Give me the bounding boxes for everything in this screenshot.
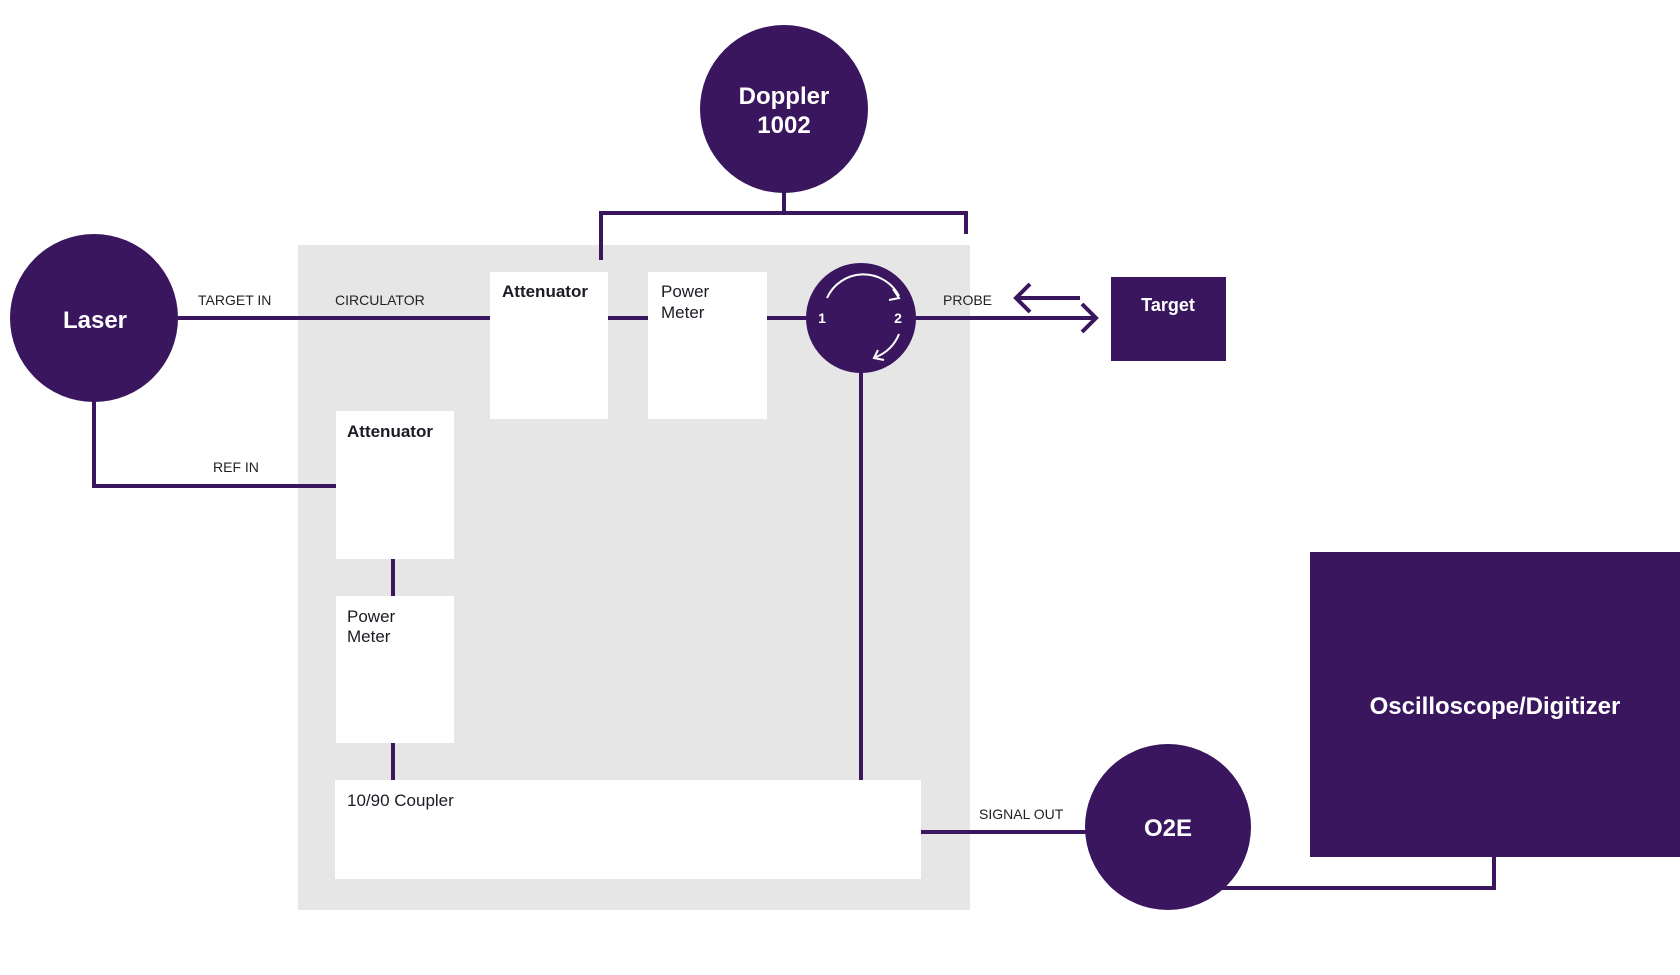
circulator-arrowhead-top-icon <box>888 288 901 301</box>
probe-label: PROBE <box>943 292 992 308</box>
circulator-label: CIRCULATOR <box>335 292 425 308</box>
signal-out-label: SIGNAL OUT <box>979 806 1064 822</box>
attenuator-ref-box[interactable]: Attenuator <box>336 411 454 559</box>
ref-in-line <box>92 400 336 488</box>
laser-node[interactable]: Laser <box>10 234 178 402</box>
doppler-bracket-line <box>599 211 968 260</box>
target-node[interactable]: Target <box>1111 277 1226 361</box>
circulator-port-2: 2 <box>894 310 902 326</box>
attenuator-ref-label: Attenuator <box>347 422 433 441</box>
circulator-node[interactable]: 1 2 <box>806 263 916 373</box>
circulator-port-1: 1 <box>818 310 826 326</box>
power-meter-ref-label-line2: Meter <box>347 627 391 646</box>
probe-return-arrowhead <box>1013 282 1032 314</box>
coupler-box[interactable]: 10/90 Coupler <box>335 780 921 879</box>
o2e-label: O2E <box>1144 815 1192 842</box>
circulator-arrowhead-bottom-icon <box>872 349 885 361</box>
oscilloscope-node[interactable]: Oscilloscope/Digitizer <box>1310 552 1680 857</box>
coupler-label: 10/90 Coupler <box>347 791 454 810</box>
doppler-node[interactable]: Doppler 1002 <box>700 25 868 193</box>
oscilloscope-label: Oscilloscope/Digitizer <box>1370 693 1621 720</box>
doppler-label-line1: Doppler <box>739 83 830 110</box>
power-meter-ref-label-line1: Power <box>347 607 396 626</box>
power-meter-top-label-line1: Power <box>661 282 710 301</box>
circulator-arc-bottom-icon <box>875 333 900 358</box>
target-in-label: TARGET IN <box>198 292 271 308</box>
laser-label: Laser <box>63 307 127 334</box>
ref-in-label: REF IN <box>213 459 259 475</box>
attenuator-top-box[interactable]: Attenuator <box>490 272 608 419</box>
doppler-label-line2: 1002 <box>757 112 810 139</box>
power-meter-top-label-line2: Meter <box>661 303 705 322</box>
power-meter-ref-box[interactable]: Power Meter <box>336 596 454 743</box>
o2e-node[interactable]: O2E <box>1085 744 1251 910</box>
target-label: Target <box>1141 295 1195 315</box>
o2e-to-oscilloscope-line <box>1220 856 1496 890</box>
attenuator-top-label: Attenuator <box>502 282 588 301</box>
circulator-arc-top-icon <box>826 273 900 299</box>
probe-out-arrowhead <box>1080 302 1099 334</box>
power-meter-top-box[interactable]: Power Meter <box>648 272 767 419</box>
